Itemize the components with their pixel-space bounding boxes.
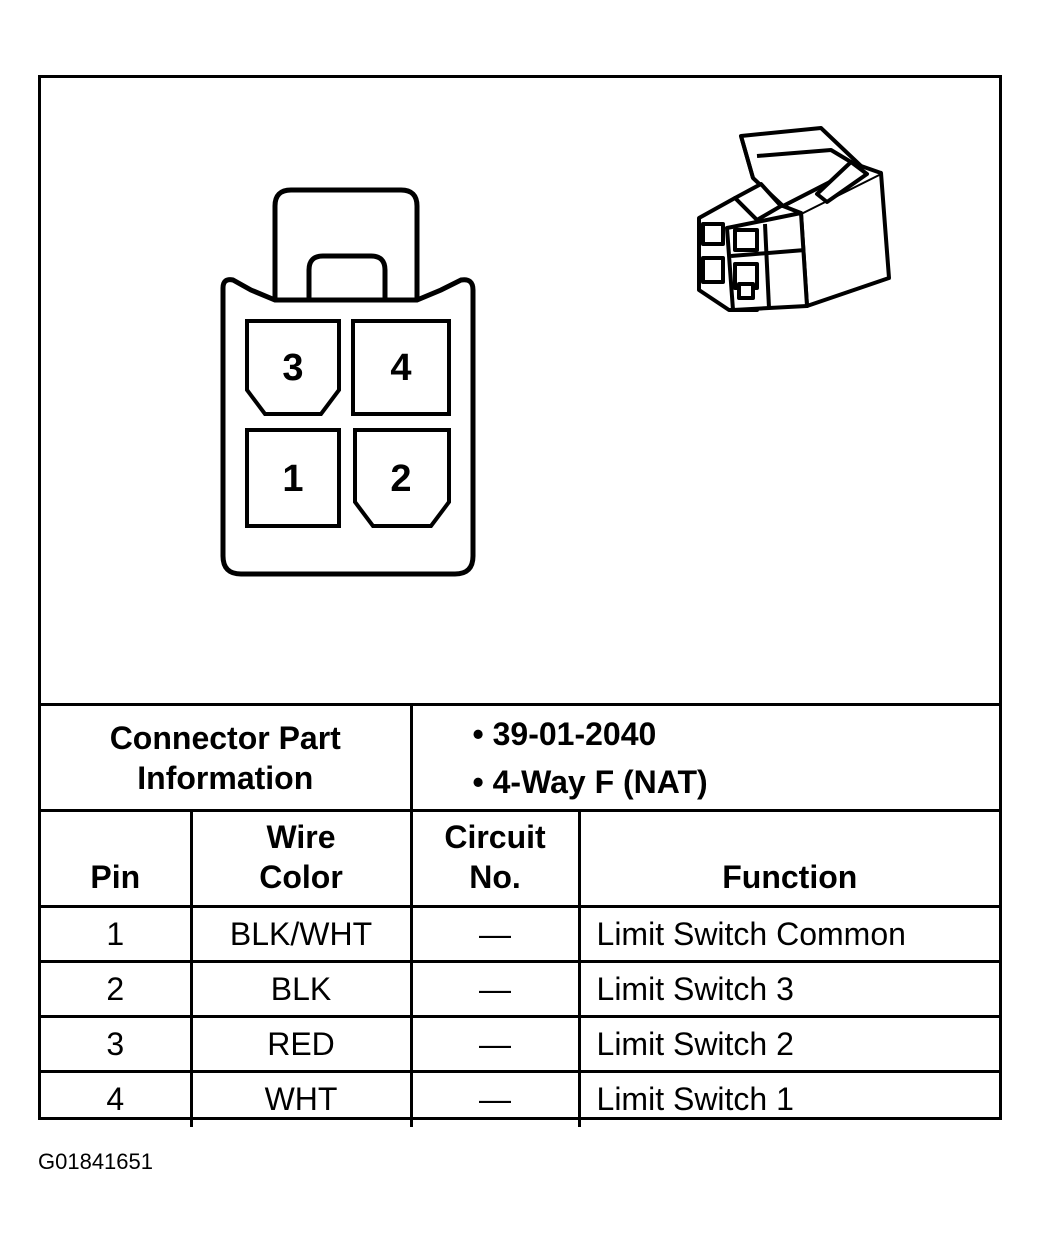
cavity-2 (353, 428, 451, 528)
row-pin: 1 (41, 905, 193, 963)
table-row: 2 BLK — Limit Switch 3 (41, 960, 1000, 1018)
cavity-1 (245, 428, 341, 528)
info-label-line1: Connector Part (109, 719, 341, 756)
connector-body (220, 277, 476, 577)
lock-tab-inner (306, 253, 388, 300)
connector-part-info-values: • 39-01-2040 • 4-Way F (NAT) (409, 703, 1000, 812)
pin-label-1: 1 (282, 458, 303, 500)
info-item-2: • 4-Way F (NAT) (472, 763, 708, 800)
connector-info-table: Connector Part Information • 39-01-2040 … (41, 703, 1000, 1127)
row-wire-color: BLK/WHT (189, 905, 413, 963)
row-circuit-no: — (409, 1070, 581, 1127)
info-item-1: • 39-01-2040 (472, 715, 657, 752)
diagram-frame: 3 4 1 2 (38, 75, 1002, 1127)
row-wire-color: WHT (189, 1070, 413, 1127)
pin-label-4: 4 (390, 347, 411, 389)
connector-isometric-illustration (697, 126, 891, 312)
info-label-line2: Information (137, 759, 314, 796)
row-pin: 2 (41, 960, 193, 1018)
table-row: 4 WHT — Limit Switch 1 (41, 1070, 1000, 1127)
row-wire-color: RED (189, 1015, 413, 1073)
lock-tab-outer (272, 187, 420, 300)
cavity-4 (351, 319, 451, 416)
connector-part-info-label: Connector Part Information (41, 703, 413, 812)
header-pin: Pin (41, 809, 193, 908)
row-circuit-no: — (409, 905, 581, 963)
row-function: Limit Switch 3 (577, 960, 1000, 1018)
cavity-3 (245, 319, 341, 416)
table-row: 1 BLK/WHT — Limit Switch Common (41, 905, 1000, 963)
row-function: Limit Switch 1 (577, 1070, 1000, 1127)
header-function: Function (577, 809, 1000, 908)
figure-code: G01841651 (38, 1149, 153, 1174)
row-circuit-no: — (409, 960, 581, 1018)
connector-diagram-area: 3 4 1 2 (41, 78, 999, 706)
row-pin: 4 (41, 1070, 193, 1127)
row-pin: 3 (41, 1015, 193, 1073)
row-function: Limit Switch Common (577, 905, 1000, 963)
row-function: Limit Switch 2 (577, 1015, 1000, 1073)
connector-face-view: 3 4 1 2 (220, 126, 891, 577)
row-circuit-no: — (409, 1015, 581, 1073)
row-wire-color: BLK (189, 960, 413, 1018)
pin-label-3: 3 (282, 347, 303, 389)
table-row: 3 RED — Limit Switch 2 (41, 1015, 1000, 1073)
connector-part-info-row: Connector Part Information • 39-01-2040 … (41, 703, 1000, 812)
pin-label-2: 2 (390, 458, 411, 500)
